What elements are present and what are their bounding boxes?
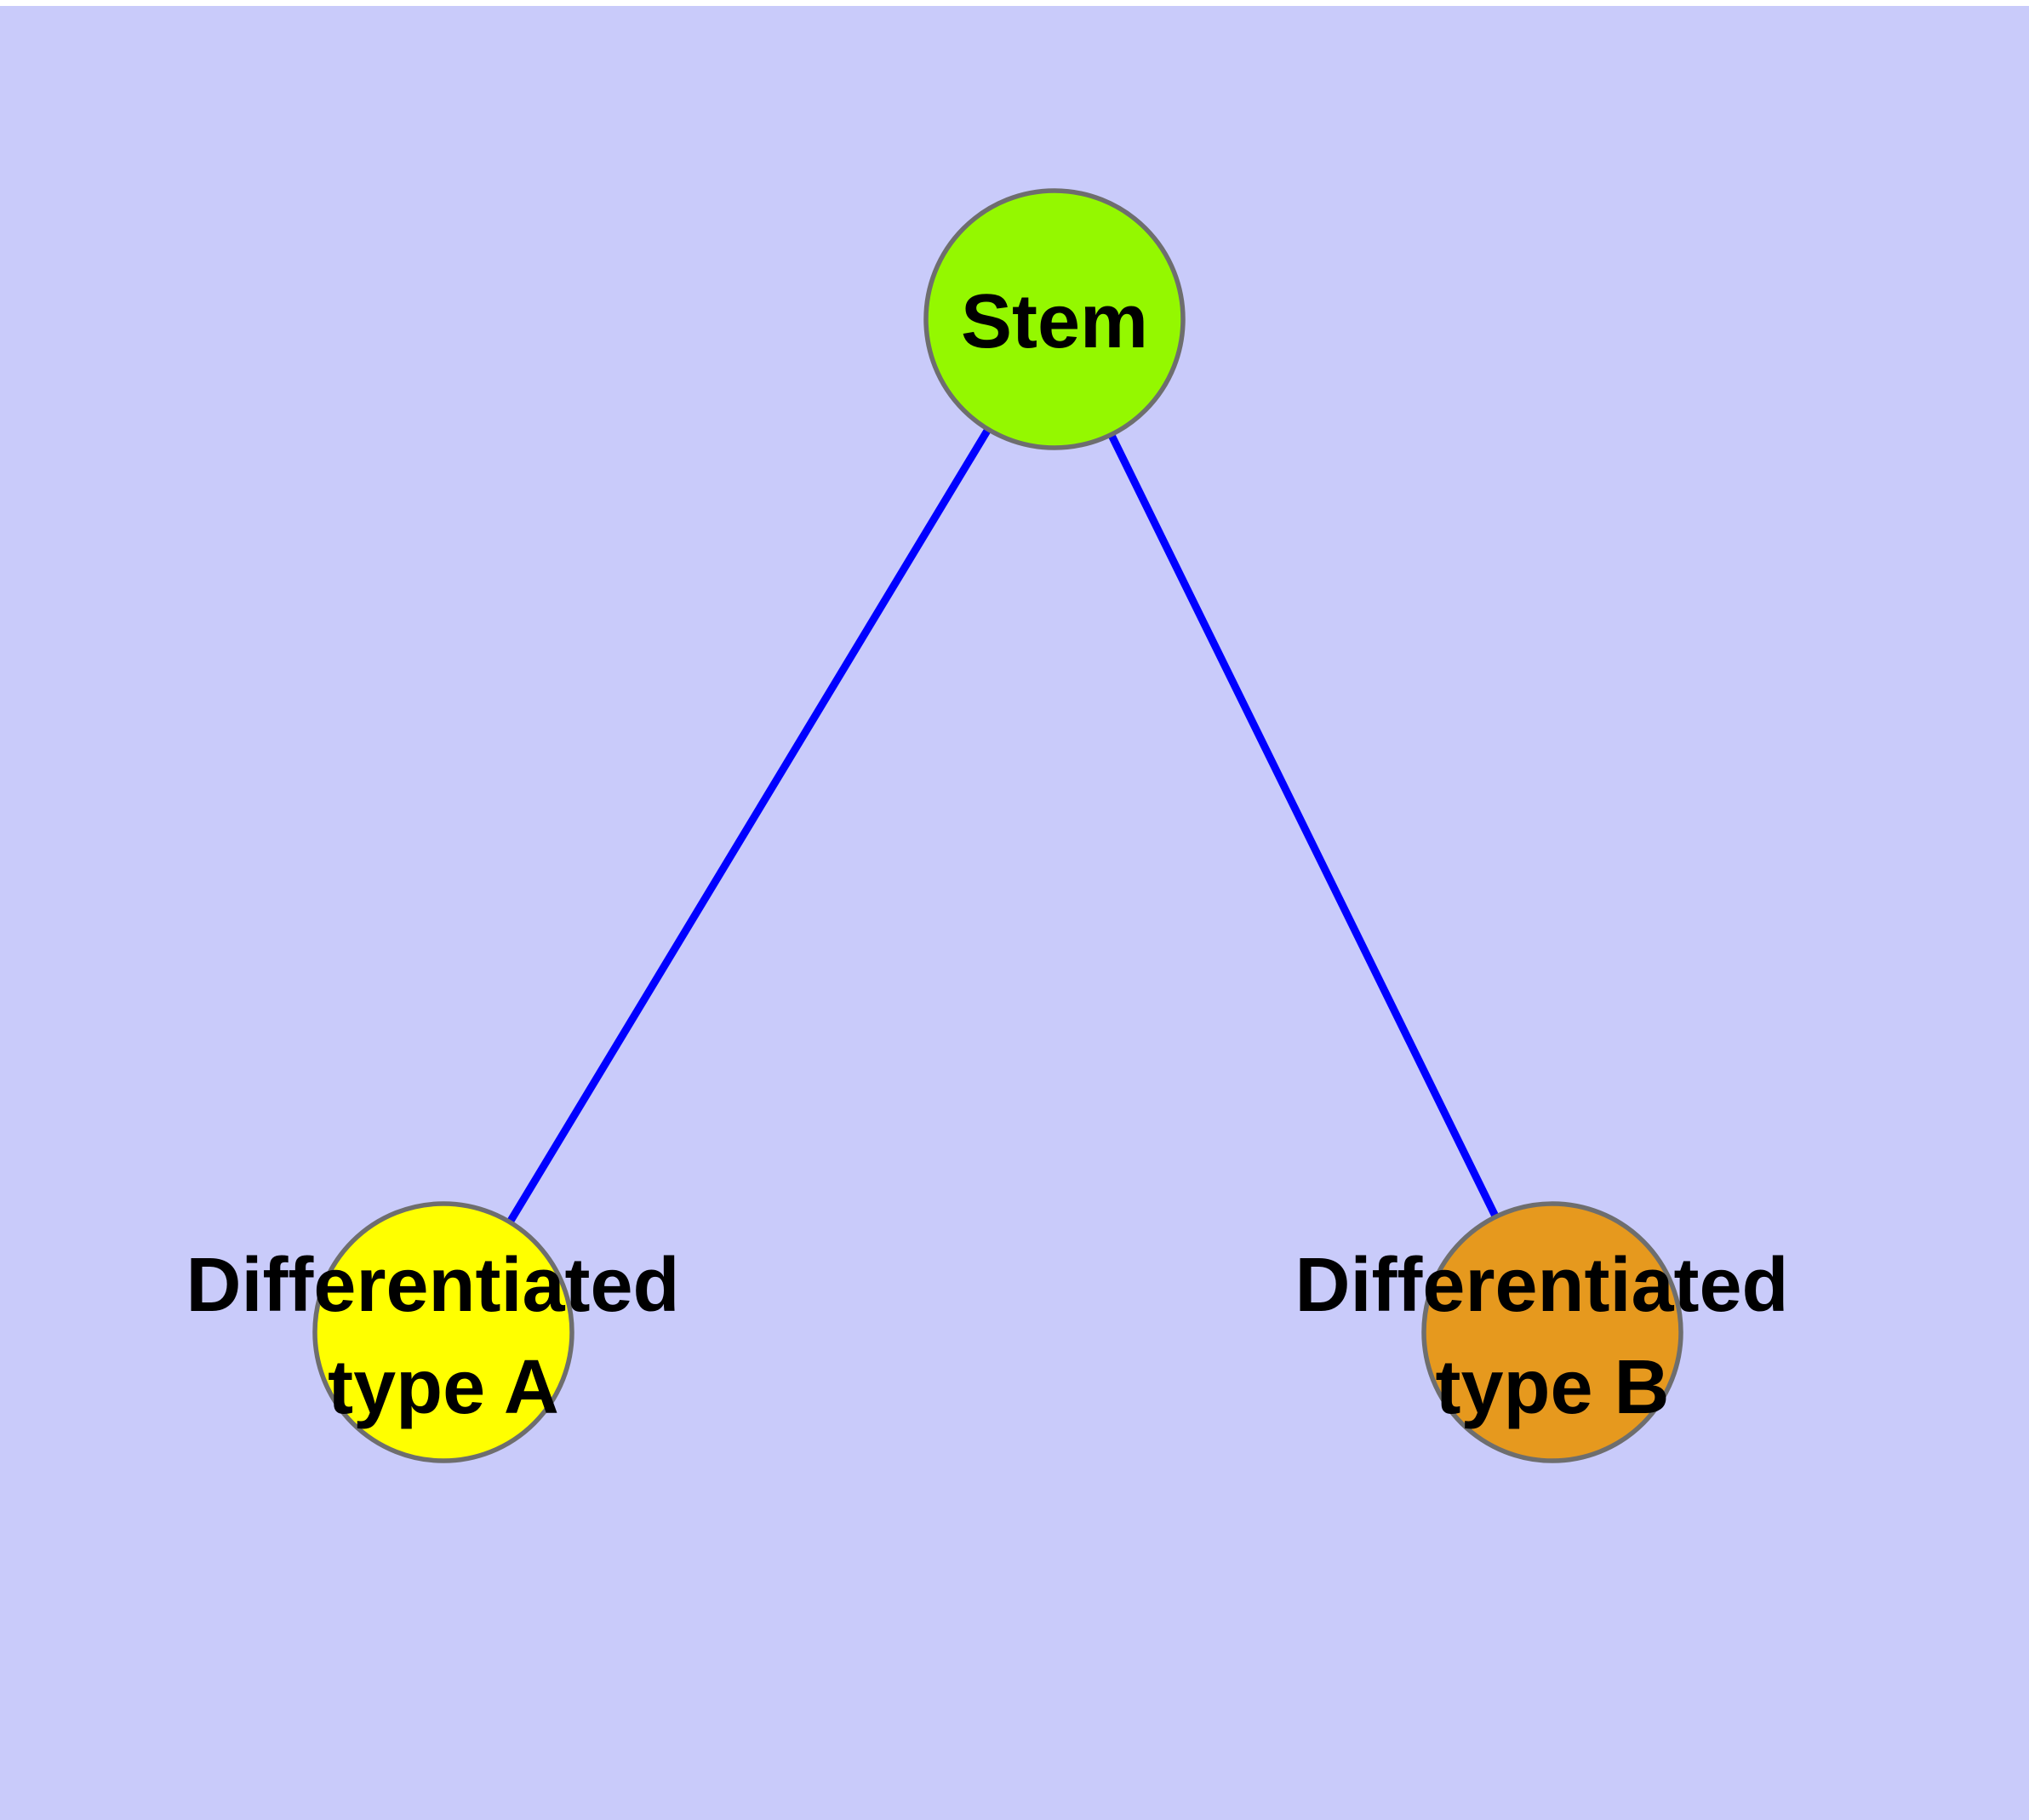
node-type-a-label-line2: type A — [328, 1345, 559, 1430]
node-type-a-circle — [312, 1201, 574, 1463]
node-type-a-label-line1: Differentiated — [186, 1243, 679, 1328]
node-type-b-circle — [1421, 1201, 1683, 1463]
node-stem-label: Stem — [961, 279, 1148, 364]
node-type-b-label: Differentiated type B — [1295, 1243, 1809, 1430]
node-type-b-label-line2: type B — [1435, 1345, 1669, 1430]
node-stem-circle — [923, 188, 1186, 450]
top-margin — [0, 0, 2029, 6]
node-type-a-label: Differentiated type A — [186, 1243, 700, 1430]
node-type-b-label-line1: Differentiated — [1295, 1243, 1788, 1328]
edge-stem-to-type-a — [440, 317, 1058, 1335]
edge-stem-to-type-b — [1050, 318, 1557, 1334]
